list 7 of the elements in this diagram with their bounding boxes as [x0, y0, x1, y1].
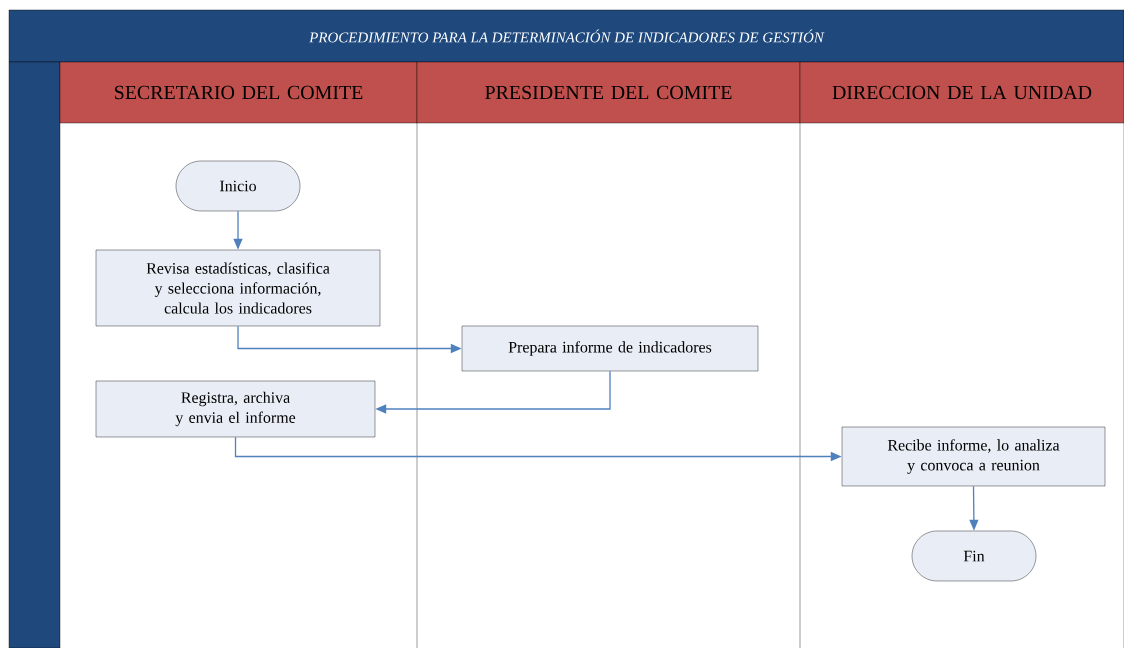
process-box: Recibe informe, lo analiza y convoca a reunion	[841, 426, 1106, 487]
process-box: Prepara informe de indicadores	[461, 325, 759, 372]
lane-header: SECRETARIO DEL COMITE	[59, 61, 418, 124]
process-box: Revisa estadísticas, clasifica y selecciona información, calcula los indicadores	[95, 249, 381, 327]
lane-header: PRESIDENTE DEL COMITE	[416, 61, 801, 124]
lane-header: DIRECCION DE LA UNIDAD	[799, 61, 1124, 124]
process-box: Registra, archiva y envia el informe	[95, 380, 376, 438]
